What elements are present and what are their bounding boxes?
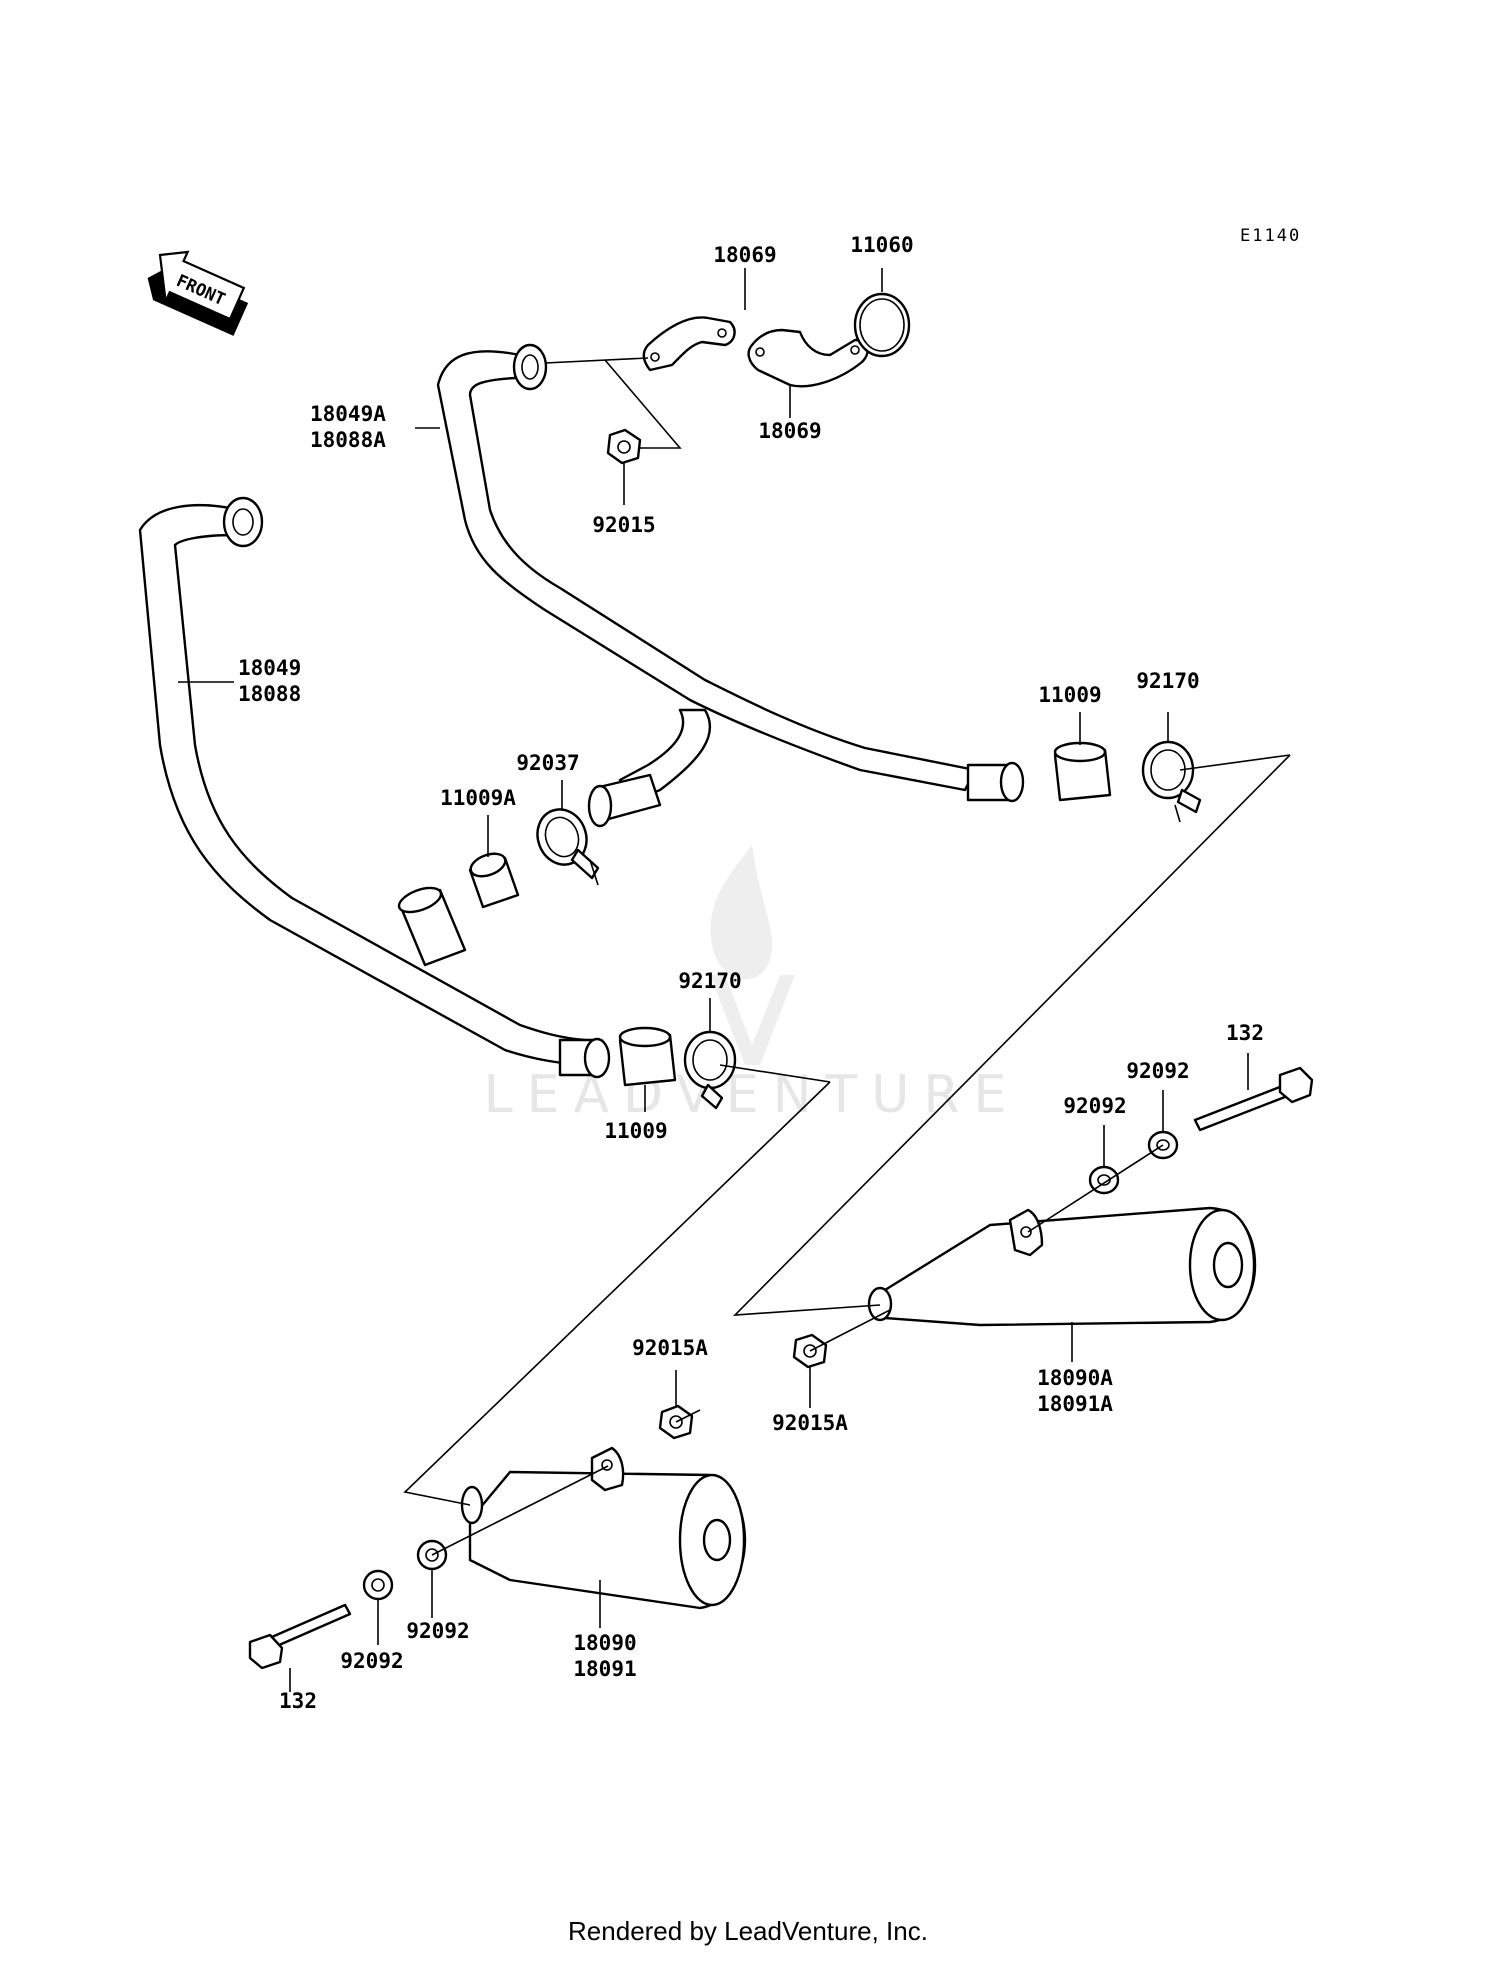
label-11009-left: 11009 <box>604 1119 667 1143</box>
muffler-18090A <box>867 1206 1257 1327</box>
label-92092-left-1: 92092 <box>406 1619 469 1643</box>
exhaust-pipe-18049 <box>138 496 611 1079</box>
label-132-right: 132 <box>1226 1021 1264 1045</box>
label-92092-left-2: 92092 <box>340 1649 403 1673</box>
label-92170-left: 92170 <box>678 969 741 993</box>
label-18049: 18049 <box>238 656 301 680</box>
footer-credit: Rendered by LeadVenture, Inc. <box>568 1916 928 1946</box>
label-18088: 18088 <box>238 682 301 706</box>
label-92092-right-1: 92092 <box>1126 1059 1189 1083</box>
label-92015A-right: 92015A <box>772 1411 848 1435</box>
label-18091: 18091 <box>573 1657 636 1681</box>
clamp-92170-right <box>1141 740 1202 823</box>
watermark-logo-icon <box>710 845 795 1065</box>
label-11009A: 11009A <box>440 786 516 810</box>
bolt-132-right <box>1193 1066 1314 1132</box>
clamp-92037 <box>536 808 600 886</box>
gasket-11009-right <box>1053 741 1112 802</box>
nut-92015 <box>606 428 642 465</box>
leader-lines <box>178 268 1249 1692</box>
diagram-code: E1140 <box>1240 226 1301 246</box>
label-11009-right: 11009 <box>1038 683 1101 707</box>
label-92037: 92037 <box>516 751 579 775</box>
gasket-11009-left <box>618 1026 677 1087</box>
watermark: LEADVENTURE <box>484 845 1006 1125</box>
label-92170-right: 92170 <box>1136 669 1199 693</box>
flange-18069-bottom <box>747 328 869 388</box>
label-11060: 11060 <box>850 233 913 257</box>
label-18069-bottom: 18069 <box>758 419 821 443</box>
label-92015: 92015 <box>592 513 655 537</box>
flange-18069-top <box>642 316 736 372</box>
muffler-18090 <box>460 1446 747 1610</box>
label-92092-right-2: 92092 <box>1063 1094 1126 1118</box>
part-labels: 18069 11060 18069 18049A 18088A 92015 18… <box>238 233 1264 1713</box>
label-92015A-left: 92015A <box>632 1336 708 1360</box>
front-arrow-icon: FRONT <box>147 250 249 336</box>
exhaust-pipe-18049A <box>436 343 1025 828</box>
reference-lines <box>403 357 1291 1556</box>
label-18069-top: 18069 <box>713 243 776 267</box>
label-18049A: 18049A <box>310 402 386 426</box>
collar-92092-left-1 <box>362 1569 394 1601</box>
label-132-left: 132 <box>279 1689 317 1713</box>
label-18088A: 18088A <box>310 428 386 452</box>
label-18090: 18090 <box>573 1631 636 1655</box>
gasket-11060 <box>853 292 911 358</box>
bolt-132-left <box>248 1603 352 1670</box>
label-18090A: 18090A <box>1037 1366 1113 1390</box>
gasket-11009A <box>468 852 520 909</box>
label-18091A: 18091A <box>1037 1392 1113 1416</box>
